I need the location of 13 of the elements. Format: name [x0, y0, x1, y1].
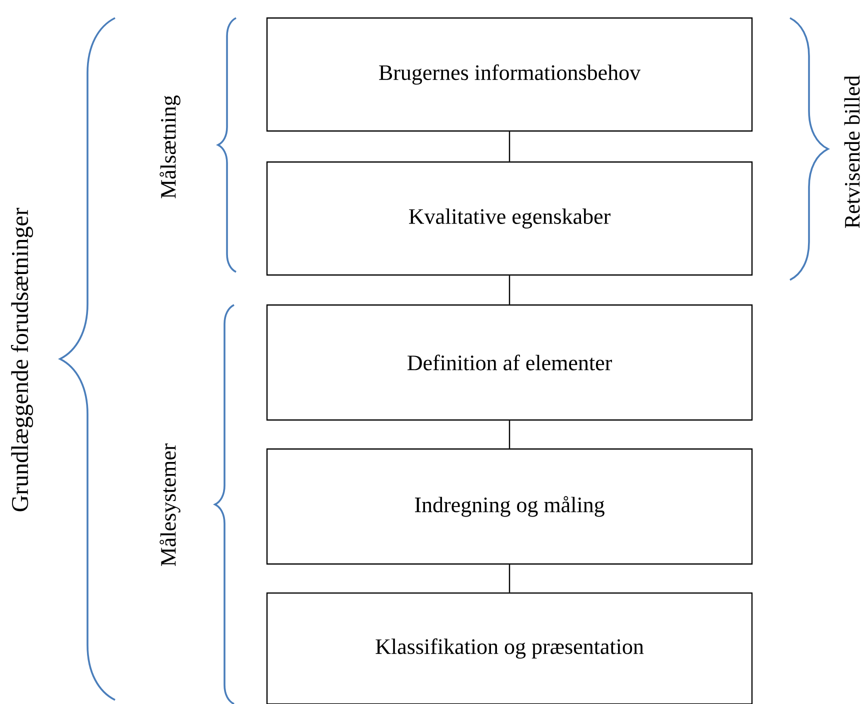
- process-box: Brugernes informationsbehov: [266, 17, 753, 132]
- process-box: Klassifikation og præsentation: [266, 592, 753, 704]
- connector-line: [508, 420, 510, 448]
- process-box: Indregning og måling: [266, 448, 753, 565]
- brace-label: Målsætning: [160, 95, 180, 198]
- process-box: Kvalitative egenskaber: [266, 161, 753, 276]
- brace-label: Målesystemer: [160, 443, 180, 566]
- connector-line: [508, 564, 510, 592]
- process-box: Definition af elementer: [266, 304, 753, 421]
- brace-label: Retvisende billed: [844, 76, 860, 228]
- connector-line: [508, 132, 510, 162]
- connector-line: [508, 276, 510, 304]
- brace-label: Grundlæggende forudsætninger: [10, 208, 34, 512]
